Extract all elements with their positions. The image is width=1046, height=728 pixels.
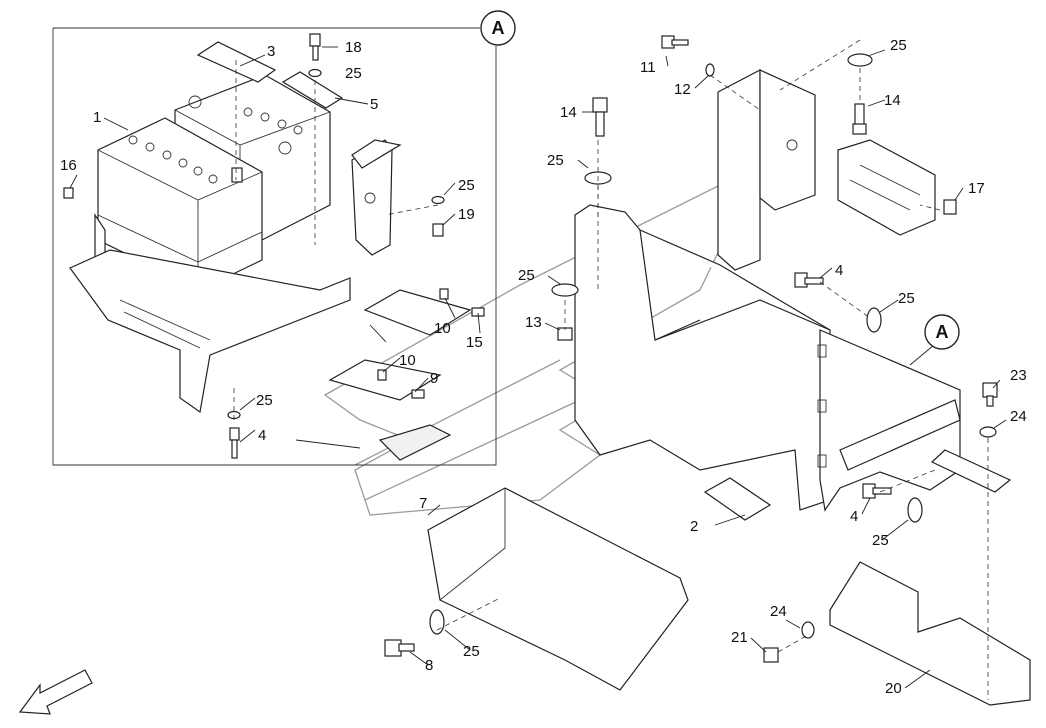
part-label: 25 — [518, 267, 535, 284]
part-label: 7 — [419, 495, 427, 512]
part-label: 5 — [370, 96, 378, 113]
part-label: 25 — [345, 65, 362, 82]
part-label: 25 — [898, 290, 915, 307]
part-label: 3 — [267, 43, 275, 60]
support-bracket — [829, 561, 1031, 706]
callout-a-top: A — [480, 10, 516, 46]
mounting-plates — [328, 289, 472, 461]
callout-a-label: A — [936, 322, 949, 342]
valve-block — [837, 139, 936, 236]
part-label: 8 — [425, 657, 433, 674]
part-label: 15 — [466, 334, 483, 351]
detail-a-frame — [52, 27, 497, 466]
part-label: 4 — [258, 427, 266, 444]
leader-lines — [69, 46, 1007, 689]
upright-bracket — [351, 139, 402, 256]
part-label: 25 — [463, 643, 480, 660]
callout-a-frame: A — [924, 314, 960, 350]
part-label: 12 — [674, 81, 691, 98]
part-label: 24 — [1010, 408, 1027, 425]
part-label: 25 — [890, 37, 907, 54]
part-label: 13 — [525, 314, 542, 331]
part-label: 2 — [690, 518, 698, 535]
battery-tray — [69, 213, 351, 414]
part-label: 10 — [399, 352, 416, 369]
main-frame — [574, 69, 1012, 521]
part-label: 4 — [850, 508, 858, 525]
part-label: 9 — [430, 370, 438, 387]
part-label: 4 — [835, 262, 843, 279]
hold-down-clamp — [196, 41, 344, 109]
direction-arrow-icon — [18, 669, 93, 715]
callout-a-label: A — [492, 18, 505, 38]
part-label: 24 — [770, 603, 787, 620]
part-label: 1 — [93, 109, 101, 126]
part-label: 16 — [60, 157, 77, 174]
part-label: 19 — [458, 206, 475, 223]
part-label: 11 — [640, 59, 656, 76]
part-label: 25 — [256, 392, 273, 409]
part-label: 17 — [968, 180, 985, 197]
part-label: 21 — [731, 629, 748, 646]
fasteners — [63, 33, 998, 663]
part-label: 10 — [434, 320, 451, 337]
part-label: 14 — [560, 104, 577, 121]
part-label: 25 — [872, 532, 889, 549]
part-label: 18 — [345, 39, 362, 56]
part-label: 25 — [547, 152, 564, 169]
cover-plate — [427, 487, 689, 691]
part-labels: 1 2 3 4 4 4 5 7 8 9 10 10 11 12 13 14 14… — [60, 37, 1027, 697]
part-label: 23 — [1010, 367, 1027, 384]
part-label: 14 — [884, 92, 901, 109]
assembly-lines — [233, 39, 989, 700]
part-label: 20 — [885, 680, 902, 697]
part-label: 25 — [458, 177, 475, 194]
